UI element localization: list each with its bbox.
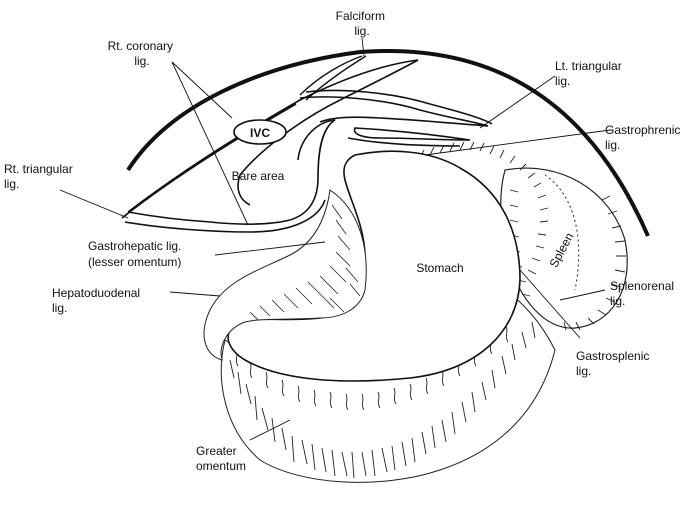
label-lt-triangular: Lt. triangular lig.	[555, 59, 625, 88]
label-stomach: Stomach	[416, 261, 463, 275]
label-splenorenal: Splenorenal lig.	[610, 279, 677, 308]
label-gastrosplenic: Gastrosplenic lig.	[576, 349, 653, 378]
leader-hepatoduodenal	[170, 292, 220, 296]
leader-gastrophrenic	[425, 130, 610, 155]
label-ivc: IVC	[250, 126, 270, 140]
label-greater-omentum: Greater omentum	[196, 444, 246, 473]
label-bare-area: Bare area	[232, 169, 285, 183]
leader-lt-triangular	[480, 76, 555, 128]
label-falciform: Falciform lig.	[336, 9, 389, 38]
label-rt-triangular: Rt. triangular lig.	[4, 162, 76, 191]
label-gastrohepatic: Gastrohepatic lig. (lesser omentum)	[88, 239, 185, 269]
leader-rt-triangular	[60, 190, 128, 218]
label-gastrophrenic: Gastrophrenic lig.	[605, 123, 684, 152]
label-hepatoduodenal: Hepatoduodenal lig.	[52, 286, 143, 315]
label-rt-coronary: Rt. coronary lig.	[108, 39, 177, 68]
